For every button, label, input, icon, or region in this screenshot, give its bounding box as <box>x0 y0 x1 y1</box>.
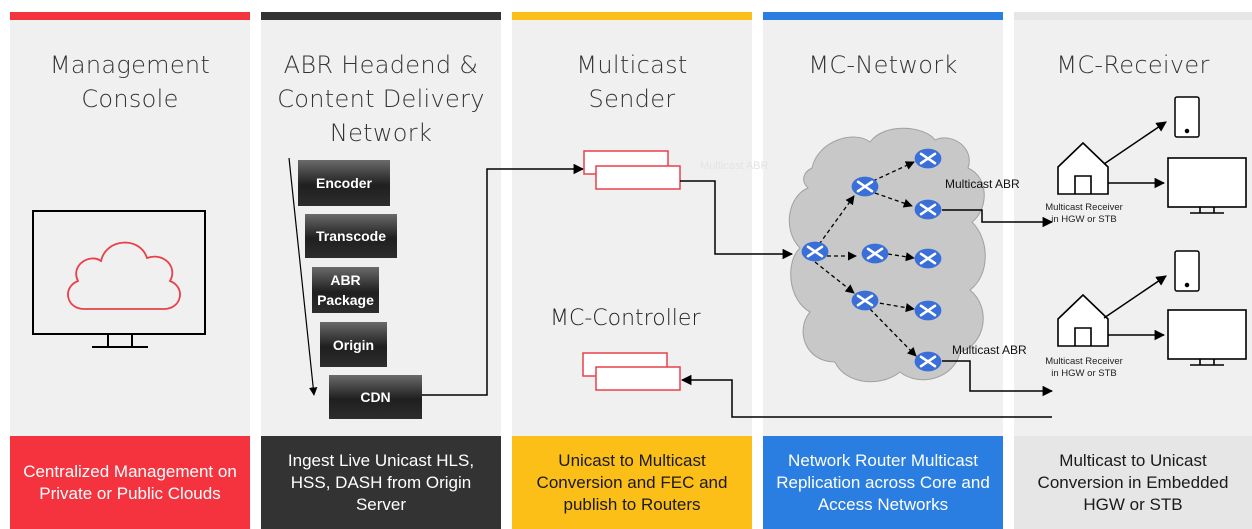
cloud-icon <box>67 241 181 310</box>
column-title: MC-Receiver <box>1056 51 1210 79</box>
router-links <box>814 161 917 357</box>
pipeline-step-transcode: Transcode <box>305 214 397 258</box>
receiver-to-controller-connector <box>680 374 1052 418</box>
column-footer: Ingest Live Unicast HLS, HSS, DASH from … <box>261 436 501 529</box>
column-management: Management Console Centralized Managemen… <box>10 12 250 529</box>
network-to-receiver-top <box>942 209 1054 228</box>
pipeline-step-label: ABR Package <box>317 272 374 308</box>
pipeline-step-abr-package: ABR Package <box>312 267 379 313</box>
multicast-abr-label: Multicast ABR <box>952 343 1027 357</box>
server-stack-icon <box>583 150 681 190</box>
column-title: ABR Headend & Content Delivery Network <box>277 51 485 147</box>
column-footer: Unicast to Multicast Conversion and FEC … <box>512 436 752 529</box>
tablet-icon <box>1174 96 1200 138</box>
receiver-label: Multicast Receiver in HGW or STB <box>1045 202 1123 225</box>
pipeline-step-cdn: CDN <box>329 375 422 419</box>
sender-to-network-connector <box>680 180 794 260</box>
column-title: MC-Network <box>808 51 958 79</box>
mc-controller-label: MC-Controller <box>550 306 701 331</box>
column-accent-bar <box>512 12 752 20</box>
server-stack-icon <box>582 352 681 391</box>
column-footer: Centralized Management on Private or Pub… <box>10 436 250 529</box>
column-accent-bar <box>261 12 501 20</box>
network-to-receiver-bottom <box>942 360 1054 397</box>
column-title: Multicast Sender <box>576 51 688 113</box>
pipeline-step-origin: Origin <box>320 322 387 367</box>
multicast-abr-faint-label: Multicast ABR <box>700 160 769 172</box>
column-footer: Multicast to Unicast Conversion in Embed… <box>1014 436 1252 529</box>
cdn-to-sender-connector <box>422 163 585 396</box>
house-icon <box>1057 293 1109 347</box>
column-footer: Network Router Multicast Replication acr… <box>763 436 1003 529</box>
tv-icon <box>1167 157 1247 214</box>
column-accent-bar <box>1014 12 1252 20</box>
multicast-abr-label: Multicast ABR <box>945 177 1020 191</box>
tablet-icon <box>1174 250 1200 292</box>
house-icon <box>1057 141 1109 195</box>
column-accent-bar <box>10 12 250 20</box>
column-mc-receiver: MC-Receiver Multicast to Unicast Convers… <box>1014 12 1252 529</box>
process-flow-arrow <box>288 157 318 396</box>
monitor-icon <box>32 210 206 348</box>
receiver-device-links <box>1103 121 1167 341</box>
column-accent-bar <box>763 12 1003 20</box>
pipeline-step-encoder: Encoder <box>298 160 390 206</box>
receiver-label: Multicast Receiver in HGW or STB <box>1045 356 1123 379</box>
column-title: Management Console <box>49 51 211 113</box>
tv-icon <box>1167 309 1247 366</box>
column-multicast-sender: Multicast Sender Unicast to Multicast Co… <box>512 12 752 529</box>
